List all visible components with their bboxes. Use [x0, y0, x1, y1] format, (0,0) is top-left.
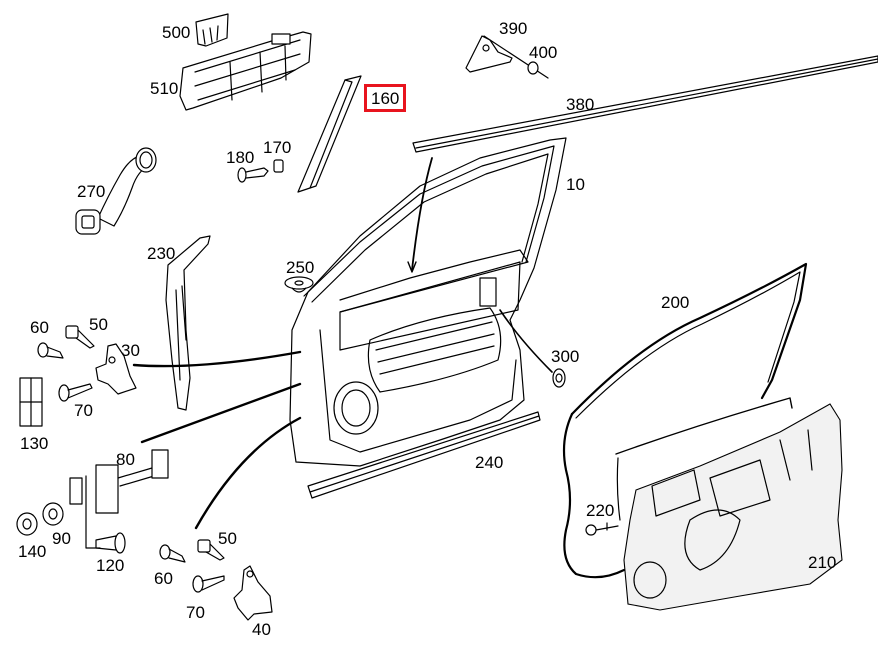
- part-270-conduit[interactable]: [75, 147, 157, 235]
- label-part-240[interactable]: 240: [475, 453, 504, 472]
- label-part-210[interactable]: 210: [808, 553, 837, 572]
- label-part-160-highlighted[interactable]: 160: [364, 84, 407, 112]
- label-part-400[interactable]: 400: [529, 43, 558, 62]
- part-70-screw-lower[interactable]: [192, 575, 225, 593]
- label-part-500[interactable]: 500: [162, 23, 191, 42]
- part-250-grommet[interactable]: [284, 276, 314, 293]
- label-part-300[interactable]: 300: [551, 347, 580, 366]
- part-300-plug[interactable]: [552, 368, 566, 388]
- leader-arrows: [132, 157, 553, 530]
- part-220-clip[interactable]: [585, 522, 619, 536]
- part-200-door-seal[interactable]: [562, 262, 808, 579]
- label-part-270[interactable]: 270: [77, 182, 106, 201]
- part-30-hinge-bracket[interactable]: [95, 343, 137, 395]
- part-180-screw[interactable]: [237, 167, 269, 183]
- part-140-nut[interactable]: [16, 512, 38, 536]
- label-part-60-lower[interactable]: 60: [154, 569, 173, 588]
- part-90-nut[interactable]: [42, 502, 64, 526]
- label-part-380[interactable]: 380: [566, 95, 595, 114]
- label-part-180[interactable]: 180: [226, 148, 255, 167]
- part-120-bolt[interactable]: [95, 532, 126, 554]
- label-part-170[interactable]: 170: [263, 138, 292, 157]
- label-part-130[interactable]: 130: [20, 434, 49, 453]
- part-80-check-strap[interactable]: [69, 449, 169, 549]
- part-240-sill-strip[interactable]: [307, 411, 541, 499]
- part-60-screw-lower[interactable]: [159, 544, 186, 563]
- label-part-60-upper[interactable]: 60: [30, 318, 49, 337]
- part-10-door-shell[interactable]: [289, 137, 567, 467]
- part-500-clip[interactable]: [195, 13, 229, 47]
- part-60-screw-upper[interactable]: [37, 342, 64, 359]
- part-70-screw-upper[interactable]: [58, 383, 93, 402]
- label-part-120[interactable]: 120: [96, 556, 125, 575]
- label-part-200[interactable]: 200: [661, 293, 690, 312]
- label-part-30[interactable]: 30: [121, 341, 140, 360]
- part-50-bolt-upper[interactable]: [65, 325, 95, 349]
- part-40-hinge-bracket[interactable]: [233, 565, 273, 621]
- part-130-block[interactable]: [19, 377, 43, 427]
- label-part-10[interactable]: 10: [566, 175, 585, 194]
- label-part-250[interactable]: 250: [286, 258, 315, 277]
- label-part-70-upper[interactable]: 70: [74, 401, 93, 420]
- label-part-50-upper[interactable]: 50: [89, 315, 108, 334]
- label-part-390[interactable]: 390: [499, 19, 528, 38]
- label-part-230[interactable]: 230: [147, 244, 176, 263]
- part-170-clip[interactable]: [273, 159, 284, 173]
- label-part-50-lower[interactable]: 50: [218, 529, 237, 548]
- label-part-140[interactable]: 140: [18, 542, 47, 561]
- label-part-70-lower[interactable]: 70: [186, 603, 205, 622]
- part-210-trim-panel[interactable]: [623, 403, 843, 611]
- part-510-panel[interactable]: [179, 31, 312, 111]
- label-part-40[interactable]: 40: [252, 620, 271, 639]
- part-380-window-strip[interactable]: [412, 55, 878, 153]
- label-part-80[interactable]: 80: [116, 450, 135, 469]
- label-part-220[interactable]: 220: [586, 501, 615, 520]
- label-part-510[interactable]: 510: [150, 79, 179, 98]
- part-400-plug[interactable]: [483, 35, 549, 79]
- part-50-bolt-lower[interactable]: [197, 539, 225, 561]
- part-390-bracket[interactable]: [465, 35, 513, 73]
- part-160-trim[interactable]: [297, 75, 362, 193]
- label-part-90[interactable]: 90: [52, 529, 71, 548]
